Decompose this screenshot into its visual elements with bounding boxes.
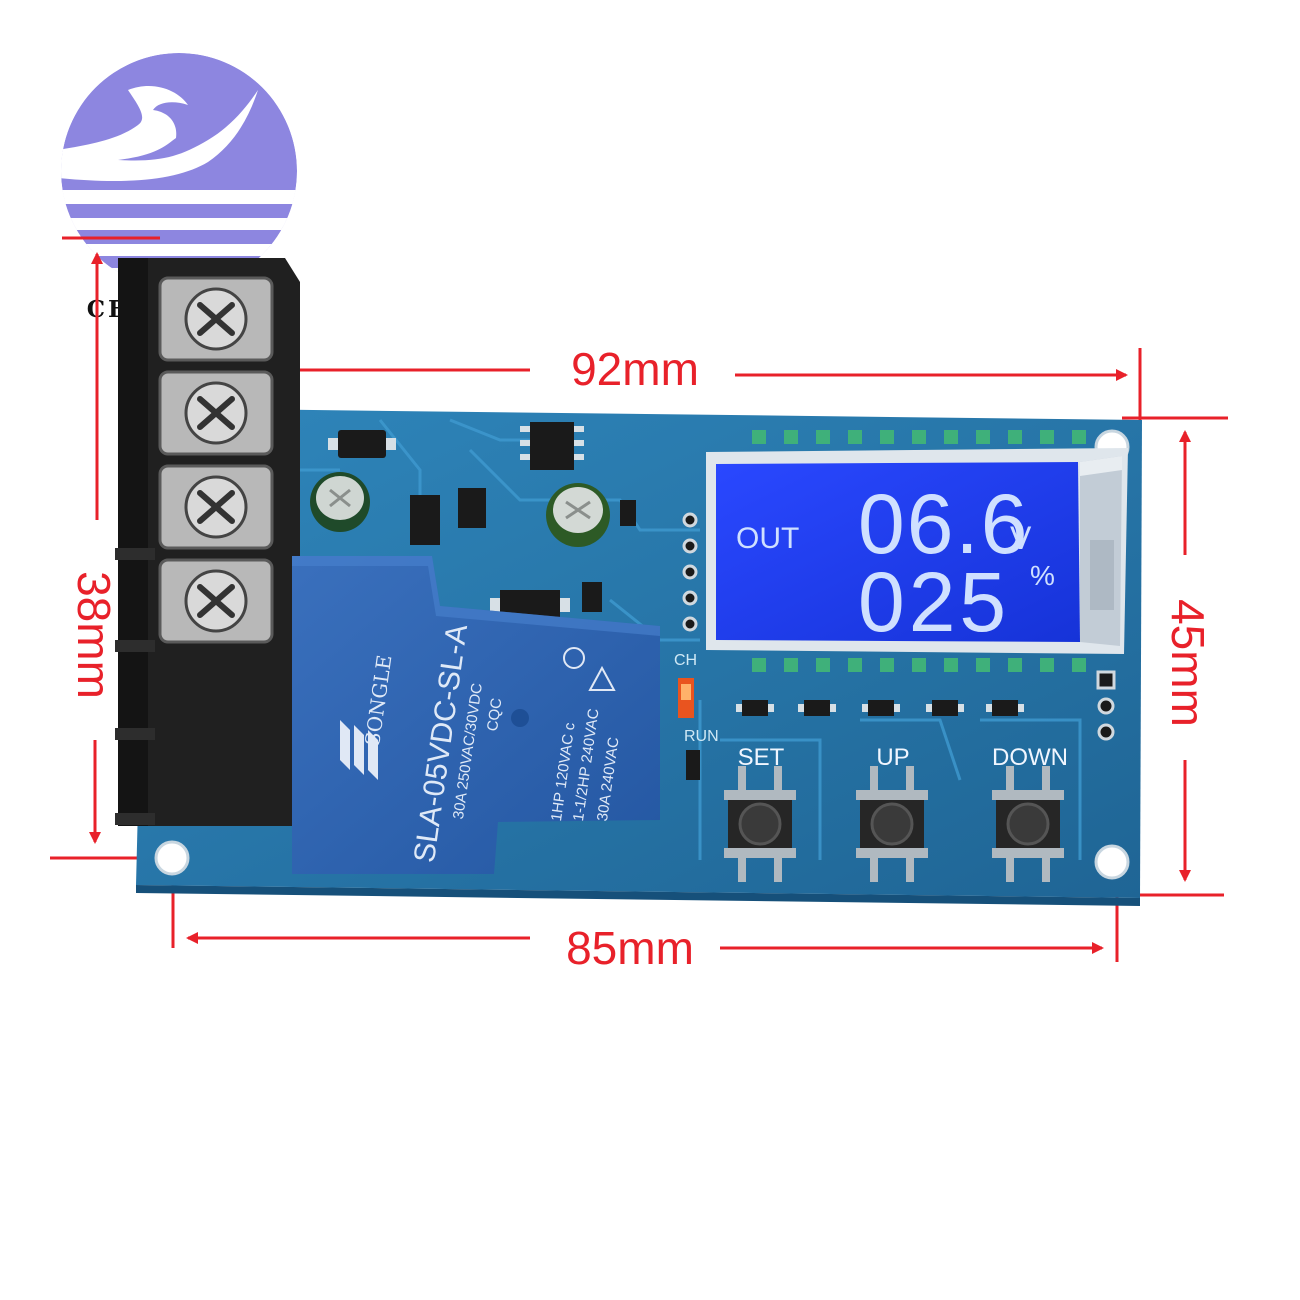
dimension-top-width: 92mm bbox=[571, 343, 699, 395]
set-button-label: SET bbox=[737, 744, 785, 771]
lcd-mode-label: OUT bbox=[736, 522, 800, 555]
lcd-voltage-value: 06.6 bbox=[858, 477, 1030, 571]
dimension-bottom-width: 85mm bbox=[566, 922, 694, 974]
sunbird-logo-icon bbox=[61, 53, 297, 289]
lcd-display bbox=[706, 448, 1128, 654]
down-button-label: DOWN bbox=[992, 744, 1068, 771]
lcd-voltage-unit: V bbox=[1010, 520, 1032, 556]
up-button-label: UP bbox=[876, 744, 910, 771]
screw-terminal-block bbox=[115, 258, 300, 826]
lcd-percent-unit: % bbox=[1030, 560, 1055, 591]
silkscreen-ch-label: CH bbox=[674, 652, 698, 669]
relay bbox=[292, 556, 660, 874]
silkscreen-run-label: RUN bbox=[684, 728, 719, 745]
tactile-buttons bbox=[724, 766, 1064, 882]
lcd-percent-value: 025 bbox=[858, 555, 1011, 649]
